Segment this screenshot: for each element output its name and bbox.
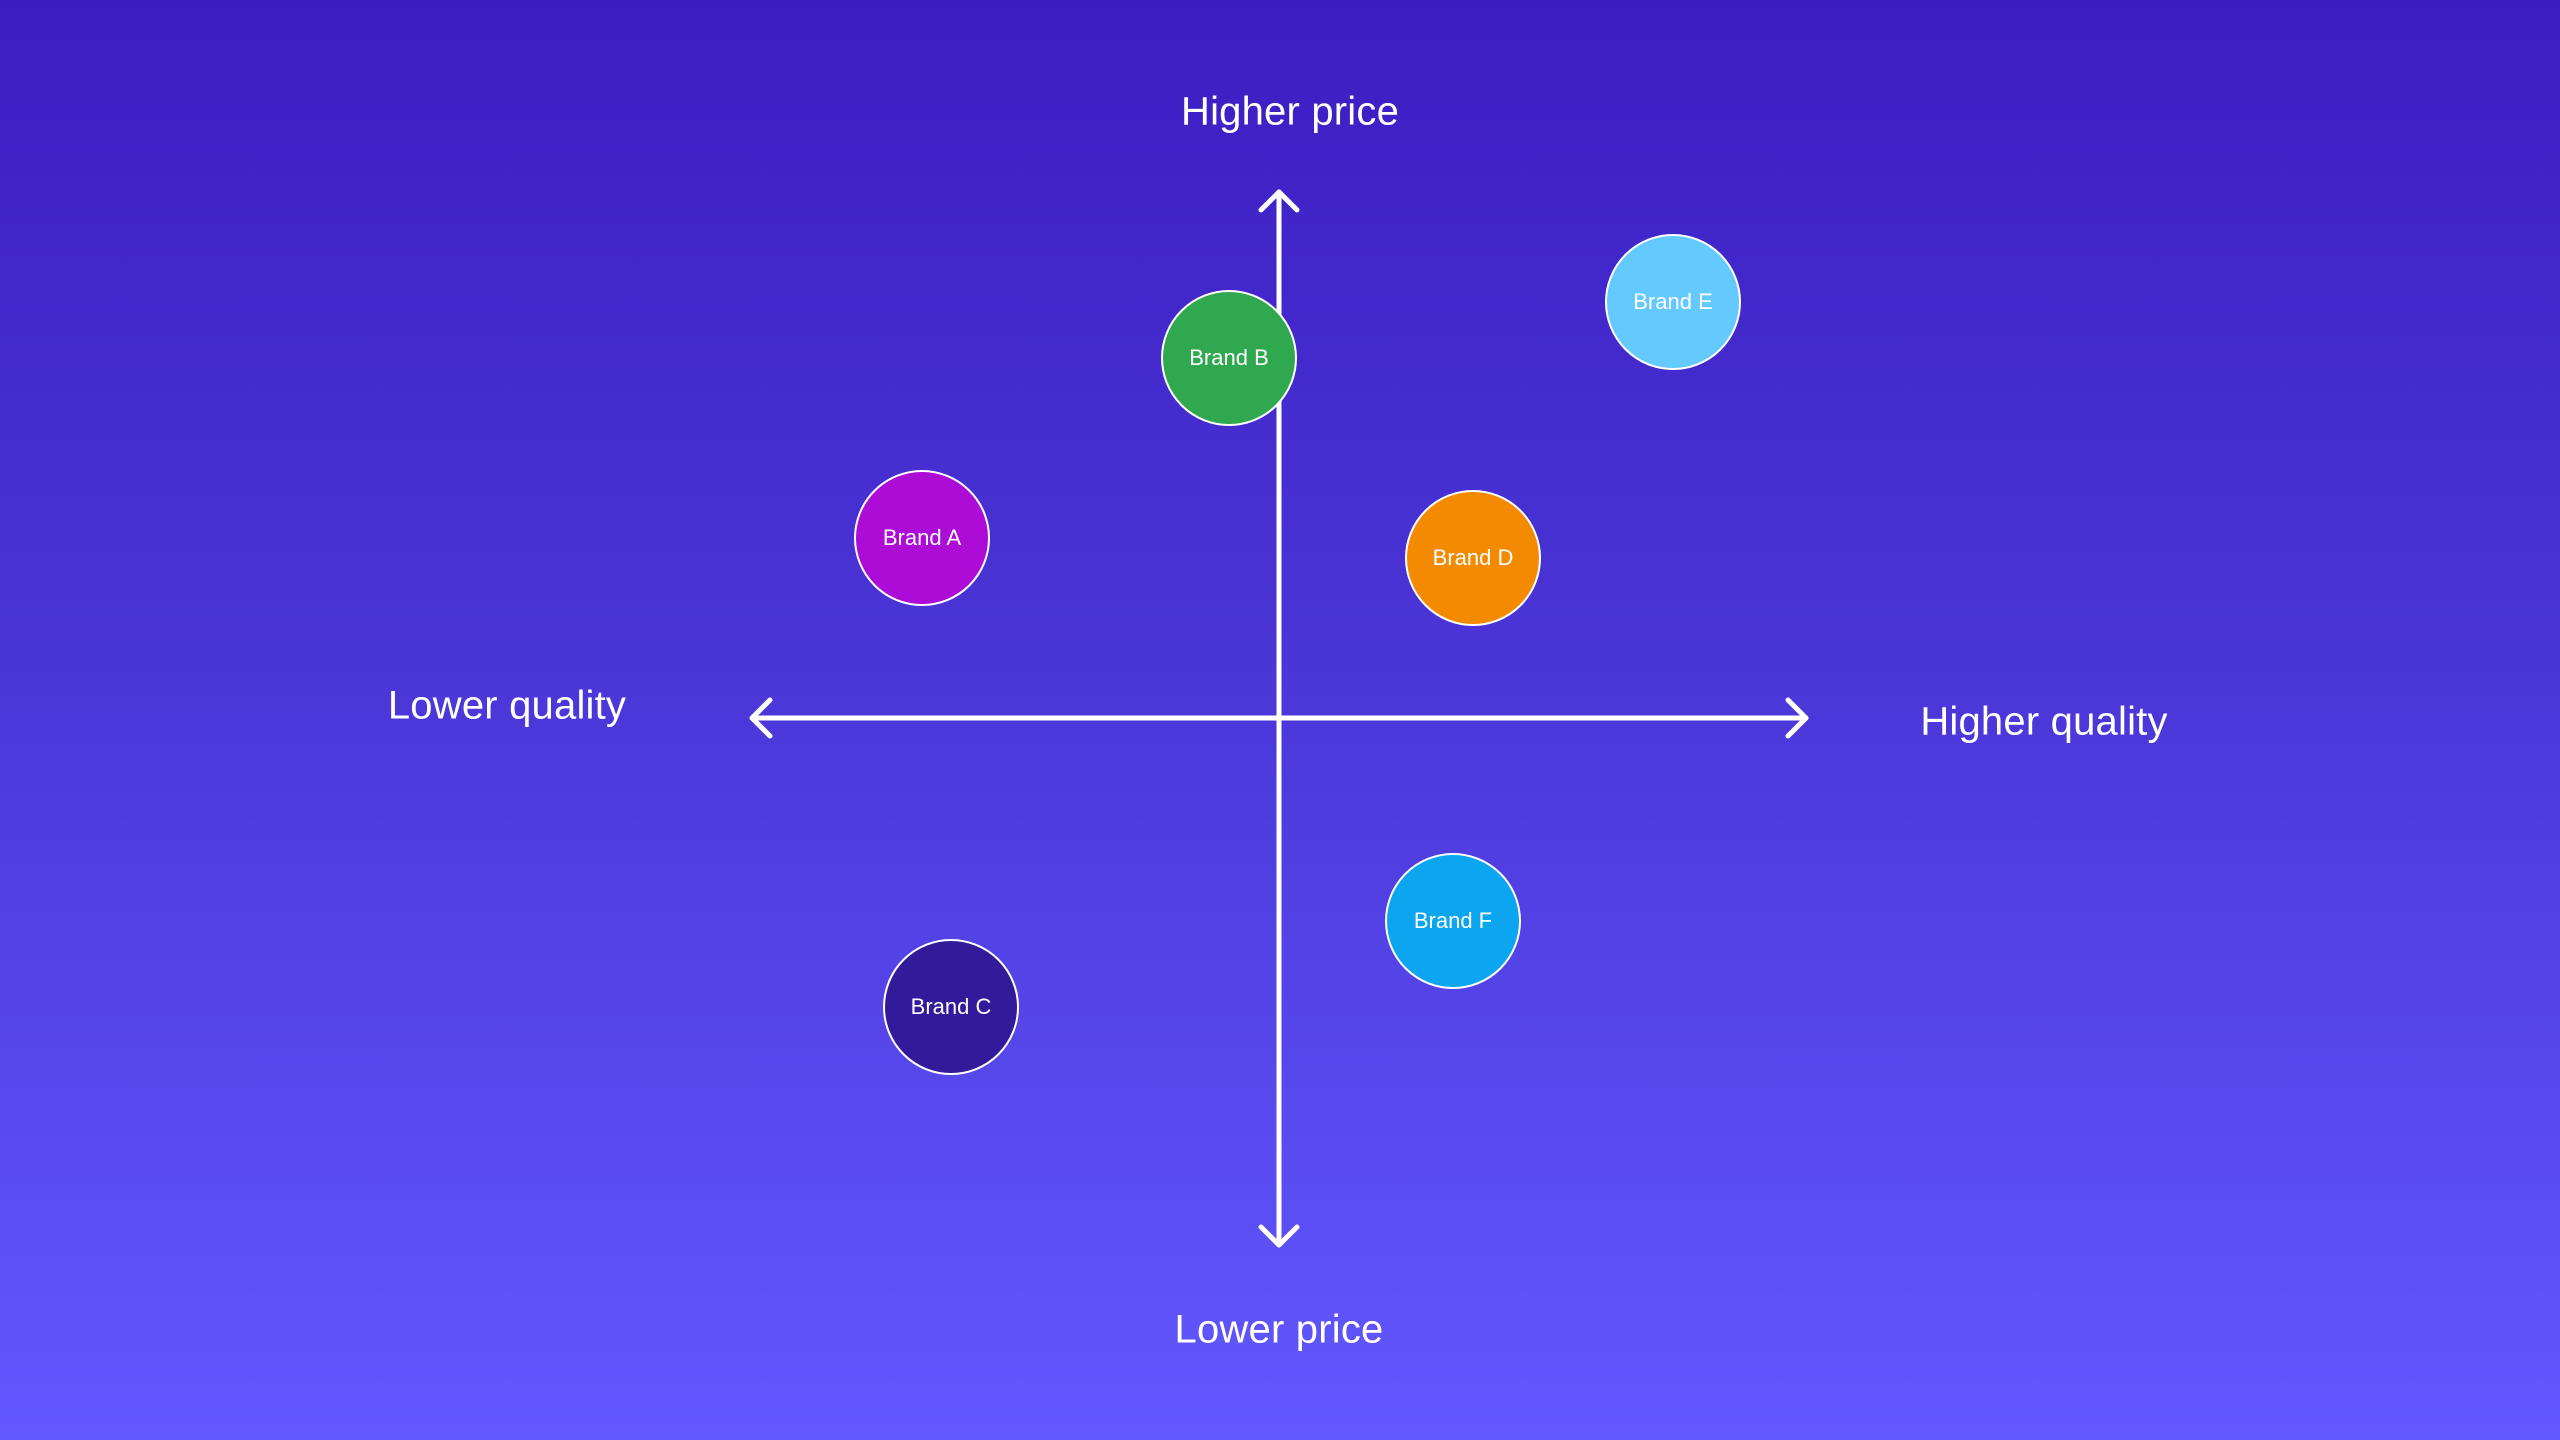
- arrow-down-icon: [1258, 1224, 1300, 1248]
- brand-c-bubble[interactable]: Brand C: [883, 939, 1019, 1075]
- arrow-right-icon: [1785, 697, 1809, 739]
- axis-label-lower-price: Lower price: [1174, 1307, 1384, 1352]
- brand-label: Brand C: [910, 994, 992, 1019]
- brand-label: Brand B: [1189, 345, 1269, 370]
- brand-b-bubble[interactable]: Brand B: [1161, 290, 1297, 426]
- arrow-left-icon: [749, 697, 773, 739]
- arrow-up-icon: [1258, 189, 1300, 213]
- brand-e-bubble[interactable]: Brand E: [1605, 234, 1741, 370]
- brand-label: Brand D: [1432, 545, 1514, 570]
- brand-d-bubble[interactable]: Brand D: [1405, 490, 1541, 626]
- brand-a-bubble[interactable]: Brand A: [854, 470, 990, 606]
- brand-label: Brand E: [1633, 289, 1713, 314]
- axis-label-lower-quality: Lower quality: [387, 683, 627, 728]
- brand-f-bubble[interactable]: Brand F: [1385, 853, 1521, 989]
- brand-label: Brand A: [882, 525, 962, 550]
- brand-label: Brand F: [1413, 908, 1493, 933]
- axis-label-higher-quality: Higher quality: [1920, 699, 2168, 744]
- axis-label-higher-price: Higher price: [1180, 89, 1400, 134]
